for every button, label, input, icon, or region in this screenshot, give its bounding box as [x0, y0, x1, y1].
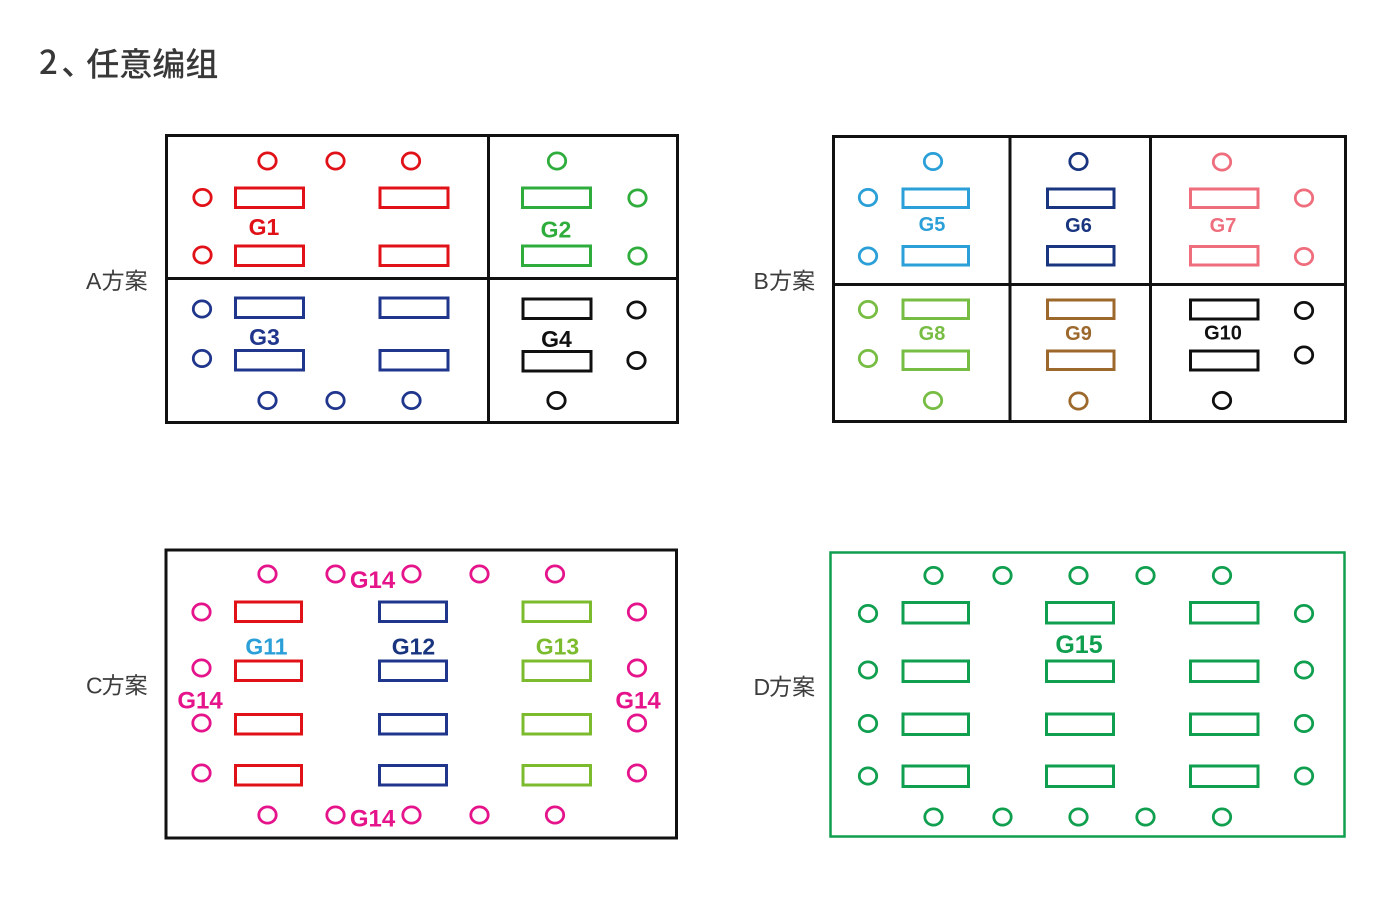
svg-text:G7: G7: [1210, 215, 1237, 237]
svg-text:G1: G1: [249, 214, 280, 240]
svg-text:G5: G5: [919, 214, 946, 236]
svg-text:A: A: [86, 268, 102, 294]
svg-text:G11: G11: [245, 634, 287, 660]
svg-text:C: C: [86, 673, 103, 699]
svg-text:D: D: [754, 674, 771, 700]
svg-text:G13: G13: [536, 634, 579, 660]
svg-text:G8: G8: [919, 323, 946, 345]
svg-text:G10: G10: [1204, 323, 1242, 345]
svg-text:B: B: [754, 268, 769, 294]
svg-text:G3: G3: [249, 324, 280, 350]
svg-text:G15: G15: [1055, 631, 1102, 659]
svg-text:G14: G14: [615, 688, 661, 715]
svg-text:G14: G14: [350, 567, 396, 594]
svg-text:G14: G14: [350, 806, 396, 833]
svg-text:G2: G2: [541, 217, 572, 243]
svg-text:G6: G6: [1065, 215, 1092, 237]
svg-text:G14: G14: [177, 688, 223, 715]
svg-text:G9: G9: [1065, 323, 1092, 345]
svg-text:G12: G12: [392, 634, 435, 660]
svg-text:G4: G4: [541, 326, 572, 352]
